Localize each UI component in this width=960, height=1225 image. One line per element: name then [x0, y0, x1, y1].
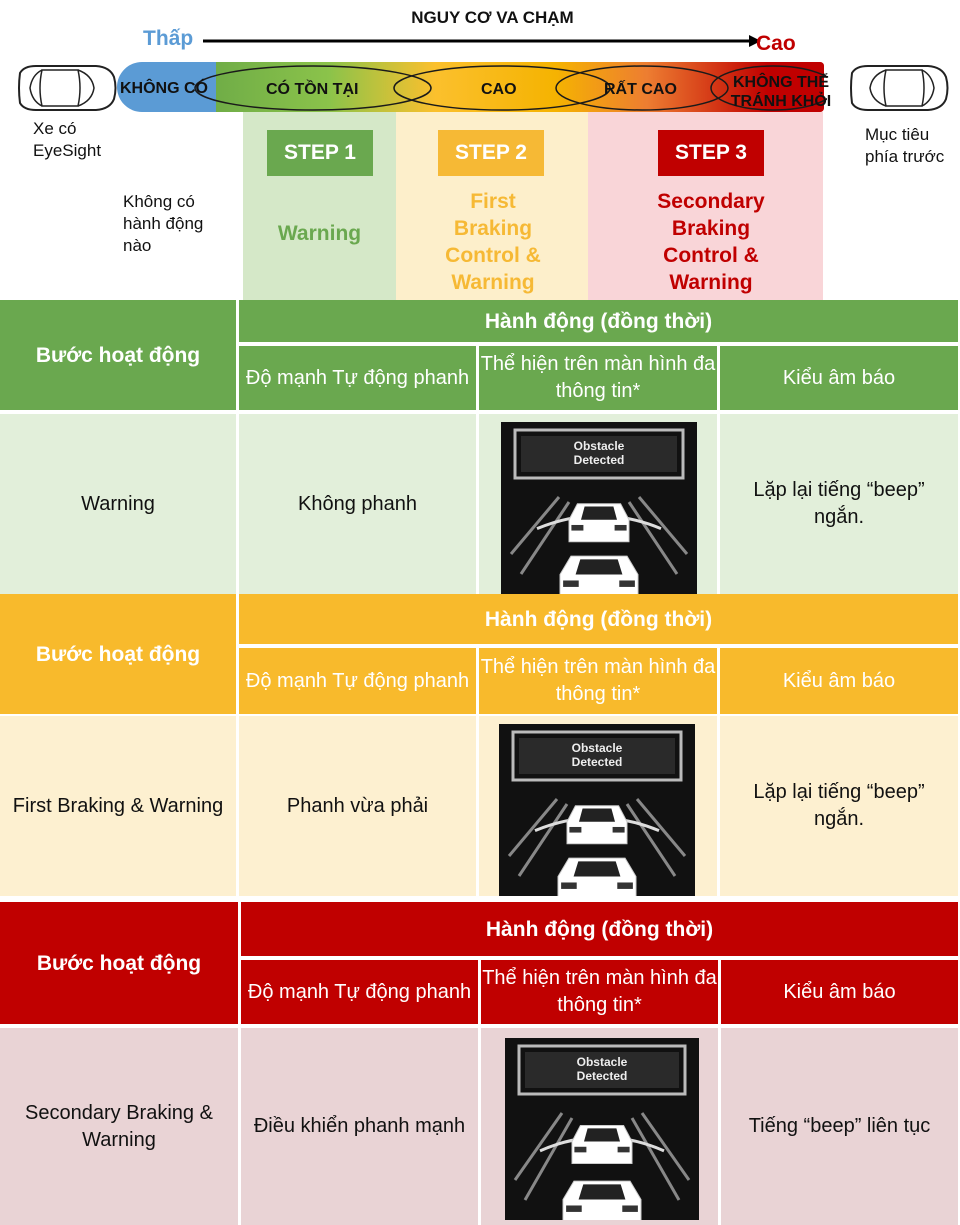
step-3-desc: Secondary Braking Control & Warning — [657, 190, 765, 294]
screen-text-line: Detected — [574, 453, 625, 467]
row-step: Secondary Braking & Warning — [0, 1028, 238, 1225]
target-car-icon — [850, 65, 949, 111]
front-car-icon — [568, 503, 630, 543]
col-header-sound: Kiểu âm báo — [721, 960, 958, 1024]
road-lines — [507, 798, 687, 877]
step-2-desc: First Braking Control & Warning — [445, 190, 541, 294]
row-step: First Braking & Warning — [0, 716, 236, 896]
risk-arrow-icon — [203, 35, 761, 47]
level-unavoidable: KHÔNG THỂ TRÁNH KHỎI — [730, 74, 832, 110]
step-header: Bước hoạt động — [0, 594, 236, 714]
step-header: Bước hoạt động — [0, 902, 238, 1024]
col-header-braking: Độ mạnh Tự động phanh — [239, 346, 476, 410]
col-header-sound: Kiểu âm báo — [720, 648, 958, 714]
message-box — [513, 428, 685, 480]
front-car-icon — [566, 805, 628, 845]
no-action-label: Không có hành động nào — [123, 192, 204, 255]
screen-text-line: Obstacle — [577, 1055, 628, 1069]
action-header: Hành động (đồng thời) — [239, 300, 958, 342]
row-step: Warning — [0, 414, 236, 594]
own-car-icon — [559, 555, 639, 601]
front-car-icon — [571, 1125, 633, 1165]
risk-level-ellipses — [194, 65, 827, 111]
col-header-sound: Kiểu âm báo — [720, 346, 958, 410]
own-car-icon — [557, 857, 637, 903]
target-car-label: Mục tiêu phía trước — [865, 125, 945, 166]
col-header-display: Thể hiện trên màn hình đa thông tin* — [479, 648, 717, 714]
col-header-display: Thể hiện trên màn hình đa thông tin* — [481, 960, 718, 1024]
eyesight-car-icon — [18, 65, 117, 111]
row-braking: Không phanh — [239, 414, 476, 594]
step-1-badge: STEP 1 — [267, 130, 373, 176]
row-braking: Điều khiển phanh mạnh — [241, 1028, 478, 1225]
message-box — [517, 1044, 687, 1096]
risk-gradient-bar — [117, 62, 824, 112]
road-lines — [513, 1112, 691, 1201]
step-2-badge: STEP 2 — [438, 130, 544, 176]
row-sound: Tiếng “beep” liên tục — [721, 1028, 958, 1225]
screen-text-line: Detected — [572, 755, 623, 769]
message-box — [511, 730, 683, 782]
row-sound: Lặp lại tiếng “beep” ngắn. — [720, 414, 958, 594]
own-car-icon — [562, 1180, 642, 1225]
col-header-braking: Độ mạnh Tự động phanh — [239, 648, 476, 714]
screen-text-line: Obstacle — [574, 439, 625, 453]
road-lines — [509, 496, 689, 575]
level-high: CAO — [481, 81, 517, 98]
row-sound: Lặp lại tiếng “beep” ngắn. — [720, 716, 958, 896]
level-very-high: RẤT CAO — [604, 81, 677, 98]
table-step-1: Bước hoạt động Hành động (đồng thời) Độ … — [0, 300, 960, 601]
level-none: KHÔNG CÓ — [120, 80, 208, 97]
low-risk-label: Thấp — [143, 27, 194, 50]
col-header-display: Thể hiện trên màn hình đa thông tin* — [479, 346, 717, 410]
step-header: Bước hoạt động — [0, 300, 236, 410]
step-1-desc: Warning — [277, 222, 362, 245]
level-exists: CÓ TỒN TẠI — [266, 81, 359, 98]
table-step-2: Bước hoạt động Hành động (đồng thời) Độ … — [0, 594, 960, 903]
action-header: Hành động (đồng thời) — [241, 902, 958, 956]
col-header-braking: Độ mạnh Tự động phanh — [241, 960, 478, 1024]
row-braking: Phanh vừa phải — [239, 716, 476, 896]
table-step-3: Bước hoạt động Hành động (đồng thời) Độ … — [0, 902, 960, 1225]
high-risk-label: Cao — [756, 32, 796, 55]
risk-scale-title: NGUY CƠ VA CHẠM — [411, 8, 574, 27]
screen-text-line: Obstacle — [572, 741, 623, 755]
eyesight-car-label: Xe có EyeSight — [33, 119, 102, 160]
action-header: Hành động (đồng thời) — [239, 594, 958, 644]
screen-text-line: Detected — [577, 1069, 628, 1083]
step-3-badge: STEP 3 — [658, 130, 764, 176]
